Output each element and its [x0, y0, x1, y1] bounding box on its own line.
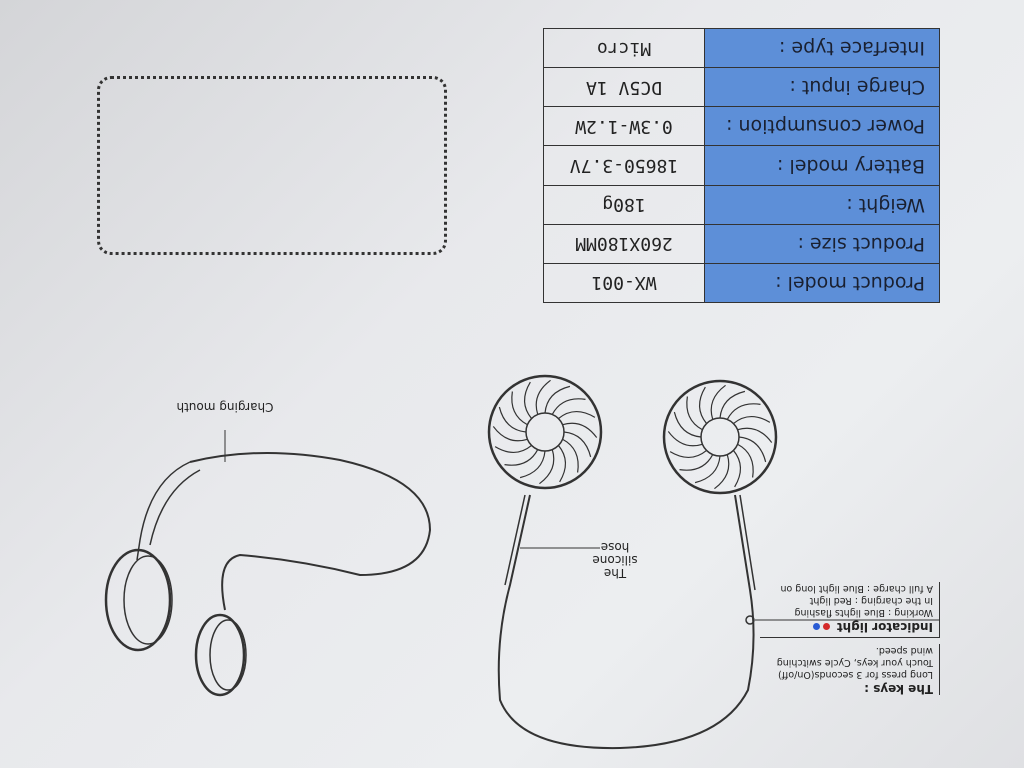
- fan-blade: [719, 390, 746, 419]
- fan-blade: [562, 422, 598, 438]
- fan-blade: [523, 381, 533, 419]
- fan-blade: [726, 403, 761, 420]
- fan-blade: [737, 443, 754, 478]
- fan-blade: [686, 396, 703, 431]
- fan-blade: [738, 436, 767, 463]
- fan-blade: [710, 384, 726, 420]
- fan-blade: [562, 438, 579, 473]
- fan-icon: [487, 374, 603, 490]
- fan-blade: [494, 444, 532, 454]
- fan-blade: [667, 431, 703, 447]
- neck-fan-side-view: [104, 430, 432, 697]
- fan-blade: [563, 431, 592, 458]
- fan-blade: [551, 398, 586, 415]
- fan-blade: [733, 415, 771, 425]
- fan-icon: [662, 379, 778, 495]
- fan-blade: [544, 385, 571, 414]
- fan-blade: [535, 379, 551, 415]
- fan-blade: [558, 410, 596, 420]
- fan-blade: [504, 449, 539, 466]
- fan-blade: [679, 454, 714, 471]
- fan-blade: [673, 411, 702, 438]
- fan-blade: [511, 391, 528, 426]
- fan-blade: [694, 455, 721, 484]
- fan-blade: [498, 406, 527, 433]
- fan-blade: [737, 427, 773, 443]
- fan-blade: [557, 445, 567, 483]
- fan-blade: [539, 449, 555, 485]
- fan-blade: [698, 386, 708, 424]
- fan-blade: [669, 449, 707, 459]
- neck-fan-front-view: [487, 374, 940, 750]
- dotted-label-box: [97, 76, 447, 255]
- fan-blade: [492, 426, 528, 442]
- fan-blade: [732, 450, 742, 488]
- fan-blade: [714, 454, 730, 490]
- fan-blade: [519, 450, 546, 479]
